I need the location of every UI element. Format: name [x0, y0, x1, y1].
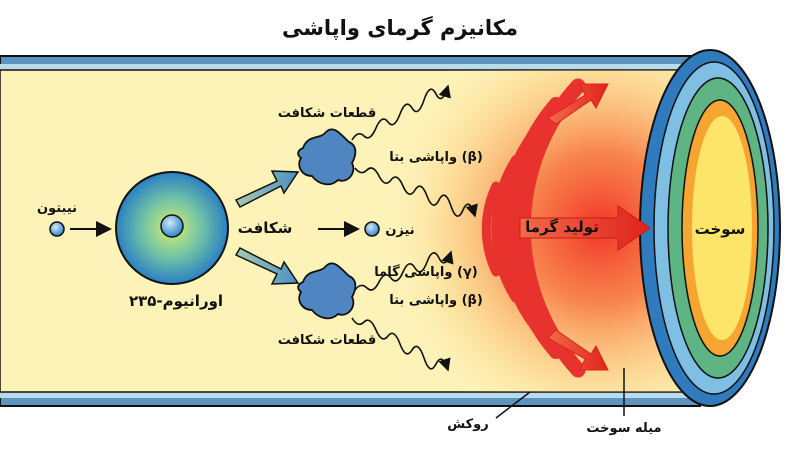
- heat-arrow-down: [547, 329, 609, 371]
- fission-fragment-bottom: [297, 262, 357, 320]
- fission-arrow-up: [234, 170, 300, 208]
- fission-fragment-top: [297, 128, 357, 186]
- fission-label: شکافت: [238, 219, 293, 237]
- heat-arrow-main: [519, 205, 651, 251]
- fragments-top-label: قطعات شکافت: [278, 106, 376, 121]
- radiation-waves: [351, 84, 478, 372]
- incoming-neutron: [49, 221, 65, 237]
- gamma-label: واپاشی گاما (γ): [374, 264, 477, 280]
- cladding-leader: [495, 391, 531, 419]
- fuel-label: سوخت: [695, 220, 746, 238]
- neutron-label: نیبتون: [37, 201, 77, 216]
- fission-arrow-down: [234, 247, 300, 285]
- uranium-nucleus: [115, 171, 229, 285]
- released-neutron-label: نیزن: [385, 223, 414, 238]
- heat-arrow-up: [547, 83, 609, 125]
- cladding-label: روکش: [447, 417, 489, 432]
- rod-end-cap: [639, 49, 781, 407]
- heat-label: تولید گرما: [525, 218, 599, 236]
- fragments-bottom-label: قطعات شکافت: [278, 333, 376, 348]
- beta-bottom-label: واپاشی بتا (β): [389, 293, 483, 308]
- beta-top-label: واپاشی بتا (β): [389, 150, 483, 165]
- uranium-label: اورانیوم-۲۳۵: [129, 292, 223, 310]
- fuel-rod-label: میله سوخت: [586, 421, 661, 436]
- diagram-title: مکانیزم گرمای واپاشی: [282, 15, 518, 40]
- released-neutron: [364, 221, 380, 237]
